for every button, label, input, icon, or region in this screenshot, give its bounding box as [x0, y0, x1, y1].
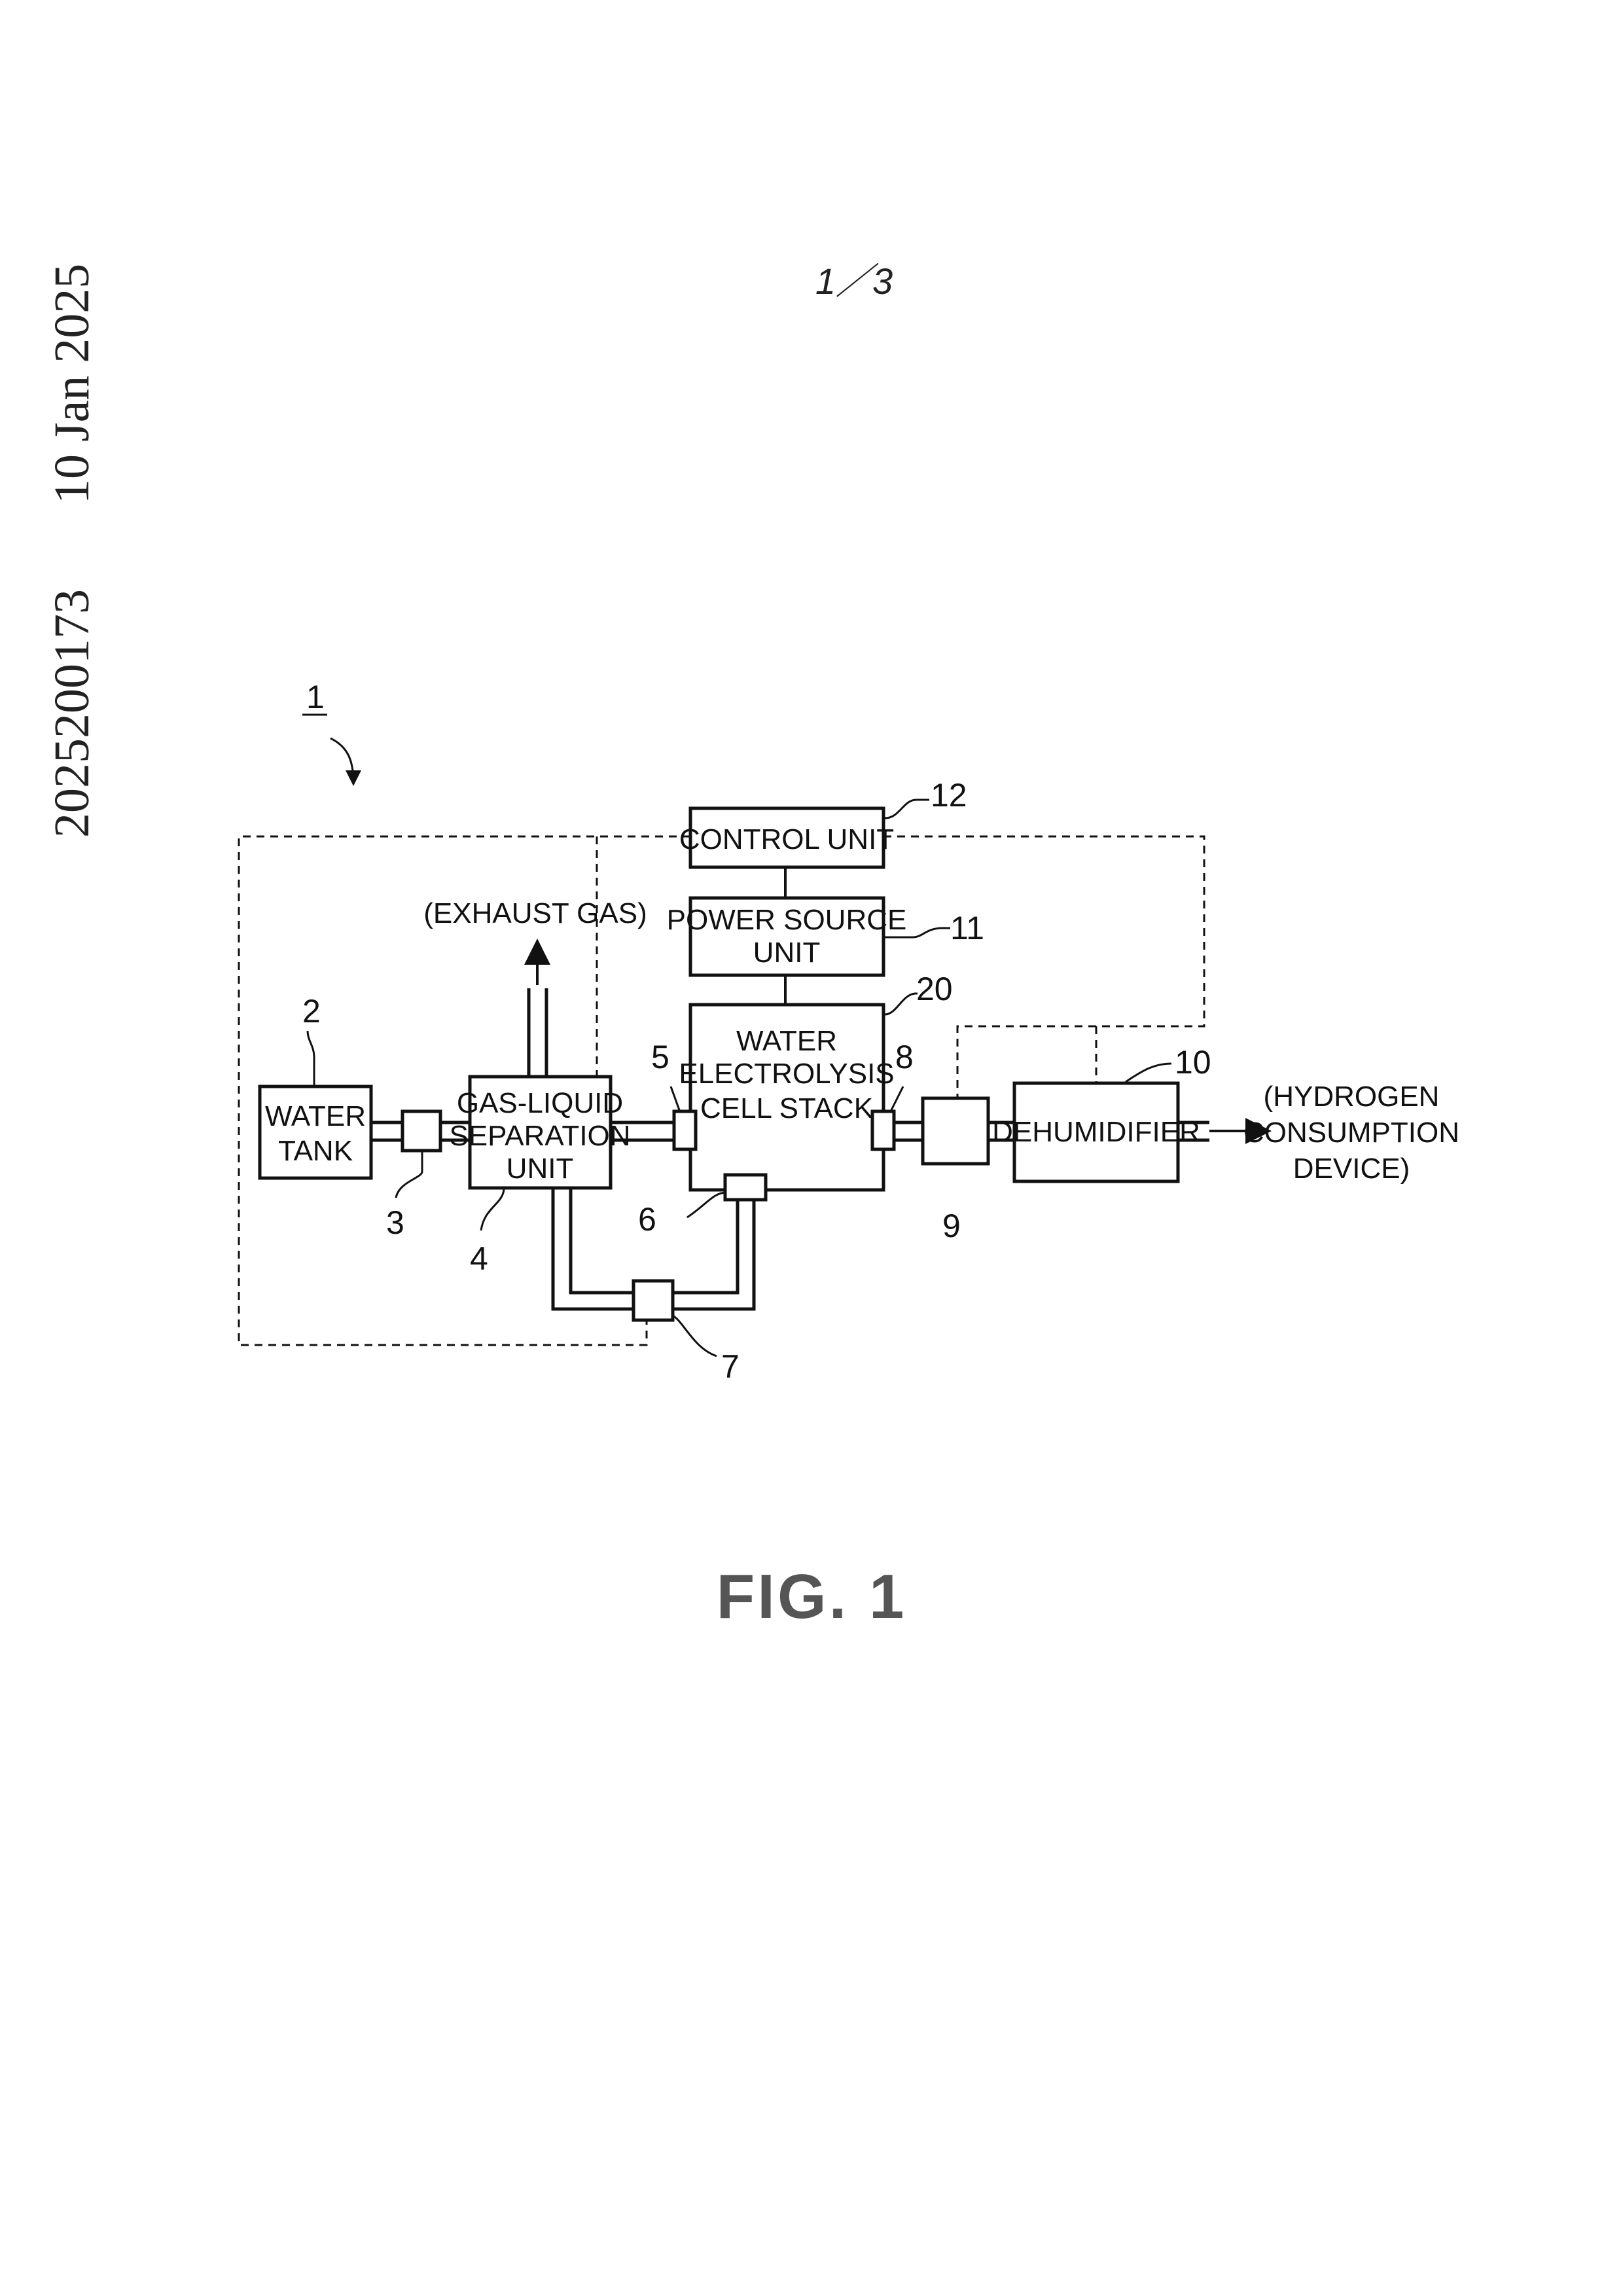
power-source-ref: 11: [950, 910, 984, 946]
pump-7-leader: [673, 1316, 717, 1356]
sensor-8-box: [872, 1111, 894, 1149]
control-unit-label: CONTROL UNIT: [679, 823, 894, 855]
control-unit-leader: [885, 800, 929, 818]
dehumidifier-leader: [1126, 1064, 1171, 1082]
valve-9-ref: 9: [942, 1208, 961, 1244]
pump-7-ref: 7: [721, 1348, 740, 1385]
valve-9: 9: [923, 1098, 988, 1244]
gas-liquid-label-3: UNIT: [507, 1153, 574, 1185]
dehumidifier-ref: 10: [1175, 1044, 1211, 1081]
hydrogen-consumption-label: (HYDROGEN CONSUMPTION DEVICE): [1243, 1081, 1459, 1185]
pipe-tank-pump: [372, 1122, 402, 1140]
gas-liquid-leader: [481, 1189, 504, 1230]
pump-3-ref: 3: [386, 1204, 404, 1241]
pump-3-box: [402, 1111, 440, 1151]
pump-7: 7: [633, 1281, 740, 1385]
control-unit: CONTROL UNIT 12: [679, 777, 967, 867]
hydrogen-label-3: DEVICE): [1293, 1153, 1410, 1185]
sensor-6-ref: 6: [638, 1201, 656, 1238]
sensor-8-leader: [891, 1086, 903, 1110]
cell-stack-label-3: CELL STACK: [700, 1092, 873, 1124]
cell-stack-label-2: ELECTROLYSIS: [679, 1058, 894, 1090]
cell-stack-leader: [885, 994, 918, 1014]
pipe-return-left: [553, 1188, 633, 1309]
figure-caption: FIG. 1: [681, 1561, 942, 1633]
power-source-label-1: POWER SOURCE: [667, 904, 907, 936]
cell-stack-label-1: WATER: [736, 1025, 837, 1057]
sensor-6-box: [725, 1175, 766, 1200]
pump-7-box: [633, 1281, 673, 1320]
gas-liquid-label-2: SEPARATION: [449, 1120, 630, 1152]
pump-3: 3: [386, 1111, 440, 1241]
system-ref-arrow: [330, 738, 353, 782]
pipe-exhaust: [529, 988, 546, 1077]
sensor-6-leader: [687, 1193, 726, 1217]
water-tank-leader: [308, 1031, 314, 1085]
control-unit-ref: 12: [931, 777, 967, 814]
signal-line-right: [883, 836, 1204, 1098]
water-tank-label-2: TANK: [278, 1135, 353, 1167]
sensor-5-box: [674, 1111, 696, 1149]
hydrogen-label-1: (HYDROGEN: [1264, 1081, 1440, 1113]
dehumidifier-label: DEHUMIDIFIER: [992, 1116, 1200, 1148]
sensor-5-ref: 5: [651, 1039, 669, 1075]
pipe-return-right: [673, 1200, 754, 1309]
hydrogen-label-2: CONSUMPTION: [1243, 1117, 1459, 1149]
water-tank: WATER TANK 2: [260, 993, 371, 1178]
sensor-8-ref: 8: [895, 1039, 914, 1075]
pipe-sensor8-valve: [893, 1122, 923, 1140]
gas-liquid-separation-unit: GAS-LIQUID SEPARATION UNIT 4: [449, 1077, 630, 1277]
system-reference: 1: [302, 679, 353, 782]
pump-3-leader: [396, 1152, 422, 1198]
valve-9-box: [923, 1098, 988, 1164]
system-ref-label: 1: [306, 679, 325, 715]
dehumidifier: DEHUMIDIFIER 10: [992, 1044, 1211, 1181]
power-source-label-2: UNIT: [753, 937, 821, 969]
water-tank-ref: 2: [302, 993, 321, 1030]
gas-liquid-label-1: GAS-LIQUID: [457, 1087, 623, 1119]
cell-stack-ref: 20: [916, 971, 953, 1007]
sensor-5-leader: [671, 1086, 679, 1110]
cell-stack: WATER ELECTROLYSIS CELL STACK 20: [679, 971, 952, 1190]
water-tank-label-1: WATER: [265, 1100, 366, 1132]
power-source-unit: POWER SOURCE UNIT 11: [667, 898, 984, 975]
exhaust-gas-label: (EXHAUST GAS): [423, 897, 647, 929]
gas-liquid-ref: 4: [470, 1240, 488, 1277]
